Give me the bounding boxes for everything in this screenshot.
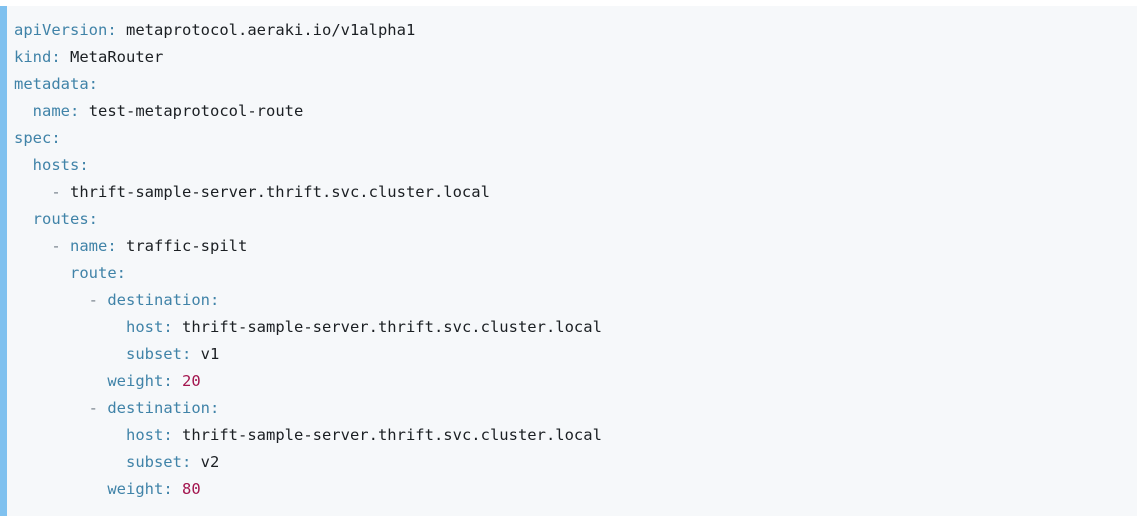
code-line-colon-token: :	[88, 210, 99, 228]
code-line-value-token: thrift-sample-server.thrift.svc.cluster.…	[182, 426, 602, 444]
code-line-key-token: weight	[107, 372, 164, 390]
code-line-indent-token	[14, 156, 33, 174]
code-line-space-token	[191, 453, 200, 471]
code-line-indent-token	[14, 399, 89, 417]
code-line: - thrift-sample-server.thrift.svc.cluste…	[7, 179, 602, 206]
code-line-space-token	[117, 21, 126, 39]
code-line-colon-token: :	[51, 48, 61, 66]
code-line: apiVersion: metaprotocol.aeraki.io/v1alp…	[7, 17, 602, 44]
code-line-dash-token: -	[51, 237, 70, 255]
code-line-dash-token: -	[51, 183, 70, 201]
code-line-indent-token	[14, 237, 51, 255]
code-line-value-token: 80	[182, 480, 201, 498]
code-line-key-token: subset	[125, 453, 182, 471]
code-line: hosts:	[7, 152, 602, 179]
code-line-key-token: name	[70, 237, 108, 255]
code-line-value-token: traffic-spilt	[126, 237, 248, 255]
code-line-indent-token	[14, 372, 107, 390]
code-line-key-token: host	[125, 318, 164, 336]
code-line-key-token: route	[70, 264, 117, 282]
code-line-value-token: 20	[182, 372, 201, 390]
code-line-colon-token: :	[163, 318, 173, 336]
code-line-dash-token: -	[88, 291, 108, 309]
code-line: weight: 80	[7, 476, 602, 503]
code-line: name: test-metaprotocol-route	[7, 98, 602, 125]
code-line-space-token	[173, 372, 182, 390]
code-line-key-token: host	[125, 426, 164, 444]
code-line-dash-token: -	[88, 399, 108, 417]
code-line: spec:	[7, 125, 602, 152]
code-line-indent-token	[14, 318, 126, 336]
code-line-value-token: thrift-sample-server.thrift.svc.cluster.…	[182, 318, 602, 336]
code-line-key-token: subset	[125, 345, 182, 363]
code-line-indent-token	[14, 210, 33, 228]
code-line-value-token: thrift-sample-server.thrift.svc.cluster.…	[70, 183, 490, 201]
code-line-colon-token: :	[107, 237, 117, 255]
code-line-key-token: weight	[107, 480, 164, 498]
code-line-key-token: spec	[14, 129, 52, 147]
code-line: - destination:	[7, 287, 602, 314]
code-line-colon-token: :	[181, 453, 192, 471]
code-line: route:	[7, 260, 602, 287]
code-line-value-token: v1	[200, 345, 220, 363]
code-line-key-token: routes	[32, 210, 89, 228]
code-line-indent-token	[14, 426, 126, 444]
code-line-space-token	[191, 345, 200, 363]
code-line-colon-token: :	[51, 129, 61, 147]
code-line: subset: v1	[7, 341, 602, 368]
code-line: kind: MetaRouter	[7, 44, 602, 71]
code-line-value-token: test-metaprotocol-route	[88, 102, 304, 120]
code-line-colon-token: :	[107, 21, 117, 39]
code-line-colon-token: :	[163, 426, 173, 444]
code-line: - name: traffic-spilt	[7, 233, 602, 260]
code-line: host: thrift-sample-server.thrift.svc.cl…	[7, 314, 602, 341]
code-line-space-token	[117, 237, 126, 255]
code-line-indent-token	[14, 291, 89, 309]
code-line-indent-token	[14, 453, 126, 471]
code-line: - destination:	[7, 395, 602, 422]
code-line-colon-token: :	[163, 372, 173, 390]
code-line-colon-token: :	[163, 480, 173, 498]
code-line-value-token: v2	[200, 453, 220, 471]
code-line: subset: v2	[7, 449, 602, 476]
code-line-colon-token: :	[88, 75, 98, 93]
code-line-value-token: MetaRouter	[70, 48, 164, 66]
code-line: metadata:	[7, 71, 602, 98]
code-line-key-token: destination	[107, 291, 210, 309]
code-line-space-token	[79, 102, 88, 120]
code-line-colon-token: :	[181, 345, 192, 363]
code-line-indent-token	[14, 183, 51, 201]
code-line: host: thrift-sample-server.thrift.svc.cl…	[7, 422, 602, 449]
code-content[interactable]: apiVersion: metaprotocol.aeraki.io/v1alp…	[7, 6, 602, 503]
code-line-indent-token	[14, 345, 126, 363]
code-line-colon-token: :	[79, 156, 89, 174]
code-line-colon-token: :	[209, 291, 220, 309]
code-line: weight: 20	[7, 368, 602, 395]
code-line-key-token: name	[32, 102, 70, 120]
code-line-key-token: destination	[107, 399, 210, 417]
code-line-indent-token	[14, 480, 107, 498]
code-line-colon-token: :	[70, 102, 80, 120]
code-line-value-token: metaprotocol.aeraki.io/v1alpha1	[126, 21, 416, 39]
code-line-space-token	[61, 48, 70, 66]
code-line: routes:	[7, 206, 602, 233]
code-line-key-token: metadata	[14, 75, 89, 93]
code-line-key-token: kind	[14, 48, 52, 66]
code-line-key-token: apiVersion	[14, 21, 108, 39]
code-line-indent-token	[14, 102, 33, 120]
code-line-colon-token: :	[116, 264, 127, 282]
code-line-space-token	[173, 318, 182, 336]
code-line-space-token	[173, 426, 182, 444]
code-line-key-token: hosts	[32, 156, 80, 174]
code-line-space-token	[173, 480, 182, 498]
code-line-colon-token: :	[209, 399, 220, 417]
code-line-indent-token	[14, 264, 70, 282]
yaml-code-block: apiVersion: metaprotocol.aeraki.io/v1alp…	[0, 6, 1137, 516]
